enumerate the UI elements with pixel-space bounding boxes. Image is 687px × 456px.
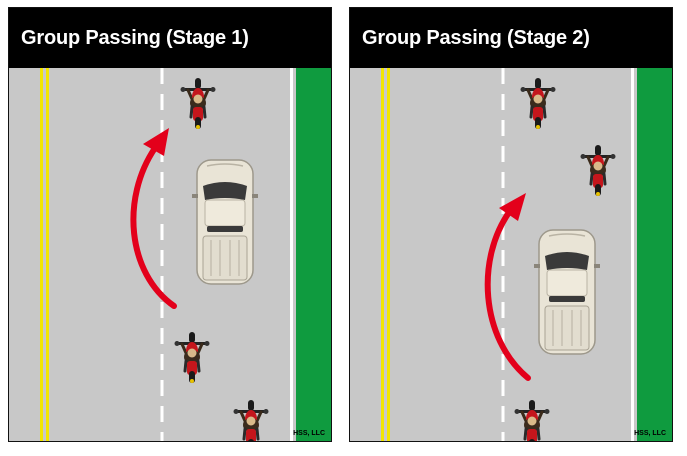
- edge-line: [631, 68, 634, 441]
- center-line-right: [387, 68, 390, 441]
- panel-stage-2: Group Passing (Stage 2) HSS, LLC: [349, 7, 673, 442]
- edge-line: [290, 68, 293, 441]
- arrowhead-icon: [143, 128, 169, 156]
- center-line-left: [40, 68, 43, 441]
- pickup-truck-icon: [191, 159, 259, 285]
- pickup-truck-icon: [533, 229, 601, 355]
- arrowhead-icon: [499, 193, 526, 221]
- panel-stage-1: Group Passing (Stage 1) HSS, LLC: [8, 7, 332, 442]
- road-surface: [9, 68, 331, 441]
- panel-title: Group Passing (Stage 2): [350, 8, 672, 68]
- road-surface: [350, 68, 672, 441]
- arrow-icon: [484, 208, 531, 381]
- credit-label: HSS, LLC: [634, 430, 666, 437]
- arrow-icon: [130, 145, 177, 309]
- center-line-right: [46, 68, 49, 441]
- road-scene: [350, 68, 672, 441]
- shoulder: [296, 68, 331, 441]
- road-scene: [9, 68, 331, 441]
- center-line-left: [381, 68, 384, 441]
- credit-label: HSS, LLC: [293, 430, 325, 437]
- shoulder: [637, 68, 672, 441]
- panel-title: Group Passing (Stage 1): [9, 8, 331, 68]
